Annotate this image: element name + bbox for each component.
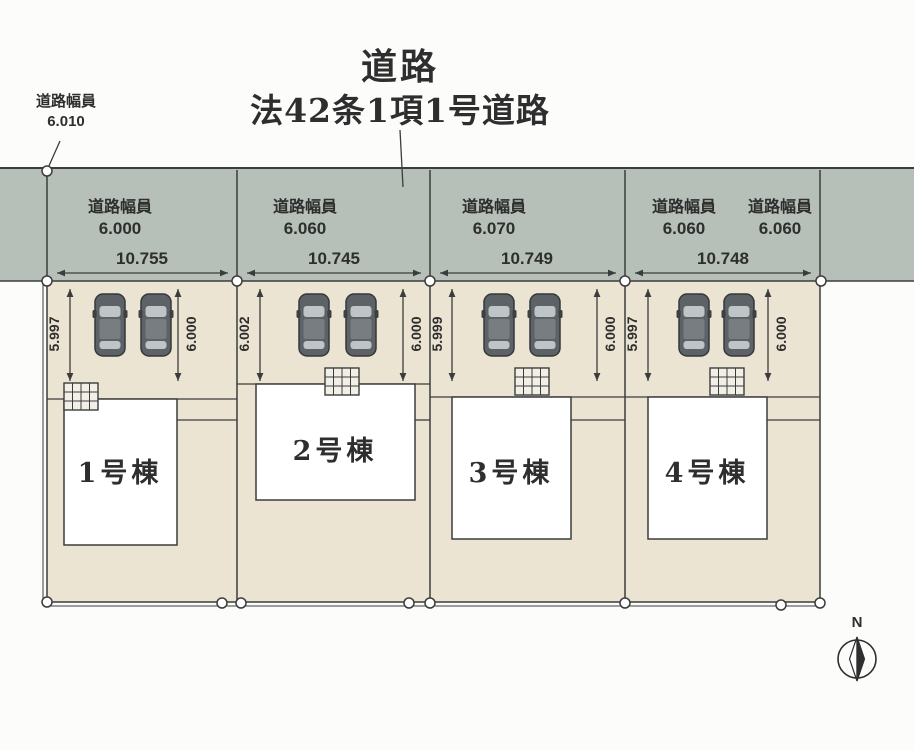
lot2-frontage-dimension: 10.745 <box>308 249 360 268</box>
building-footprint-3 <box>451 396 572 540</box>
road-width-label: 道路幅員 <box>747 199 812 216</box>
building-3-name: 3号棟 <box>468 458 554 489</box>
building-footprints <box>63 383 768 546</box>
road-width-callout: 道路幅員 6.010 <box>14 92 118 132</box>
drain-grate-icon <box>63 382 99 411</box>
drain-grate-icon <box>514 367 550 396</box>
building-4-name: 4号棟 <box>664 458 750 489</box>
car-icon <box>342 293 380 357</box>
road-width-value: 6.060 <box>758 219 802 238</box>
road-title: 道路 <box>360 46 439 88</box>
building-1-name: 1号棟 <box>77 458 163 489</box>
lot3-side-dimension: 6.000 <box>602 316 618 352</box>
lot3-depth-dimension: 5.999 <box>429 316 445 352</box>
lot2-depth-dimension: 6.002 <box>236 316 252 352</box>
car-icon <box>720 293 758 357</box>
road-width-value: 6.070 <box>472 219 516 238</box>
lot4-depth-dimension: 5.997 <box>624 316 640 352</box>
lot4-road-width-label: 道路幅員 6.060 <box>634 197 734 239</box>
car-icon <box>137 293 175 357</box>
building-footprint-1 <box>63 398 178 546</box>
lot4-side-dimension: 6.000 <box>773 316 789 352</box>
building-2-name: 2号棟 <box>292 436 378 467</box>
drain-grate-icon <box>324 367 360 396</box>
compass-north-label: N <box>851 614 863 631</box>
compass-icon <box>837 636 877 682</box>
building-footprint-2 <box>255 383 416 501</box>
leader-lines <box>47 129 404 188</box>
road-width-label: 道路幅員 <box>272 199 337 216</box>
road-law-label: 法42条1項1号道路 <box>250 91 550 130</box>
car-icon <box>675 293 713 357</box>
lot3-road-width-label: 道路幅員 6.070 <box>444 197 544 239</box>
road-width-callout-value: 6.010 <box>47 113 85 130</box>
extra-road-width-label: 道路幅員 6.060 <box>730 197 830 239</box>
road-width-value: 6.000 <box>98 219 142 238</box>
road-width-callout-label: 道路幅員 <box>35 93 96 110</box>
road-surface <box>0 168 914 281</box>
road-width-label: 道路幅員 <box>651 199 716 216</box>
building-footprint-4 <box>647 396 768 540</box>
lot2-road-width-label: 道路幅員 6.060 <box>255 197 355 239</box>
lot4-frontage-dimension: 10.748 <box>697 249 749 268</box>
lot1-depth-dimension: 5.997 <box>46 316 62 352</box>
lot1-road-width-label: 道路幅員 6.000 <box>70 197 170 239</box>
road-width-label: 道路幅員 <box>87 199 152 216</box>
drain-grate-icon <box>709 367 745 396</box>
dimension-arrows <box>57 269 811 381</box>
road-width-value: 6.060 <box>662 219 706 238</box>
car-icon <box>295 293 333 357</box>
road-width-value: 6.060 <box>283 219 327 238</box>
car-icon <box>526 293 564 357</box>
lot2-side-dimension: 6.000 <box>408 316 424 352</box>
car-icon <box>91 293 129 357</box>
car-icon <box>480 293 518 357</box>
lot3-frontage-dimension: 10.749 <box>501 249 553 268</box>
survey-point-markers <box>41 165 827 611</box>
lot1-side-dimension: 6.000 <box>183 316 199 352</box>
lot1-frontage-dimension: 10.755 <box>116 249 168 268</box>
road-width-label: 道路幅員 <box>461 199 526 216</box>
